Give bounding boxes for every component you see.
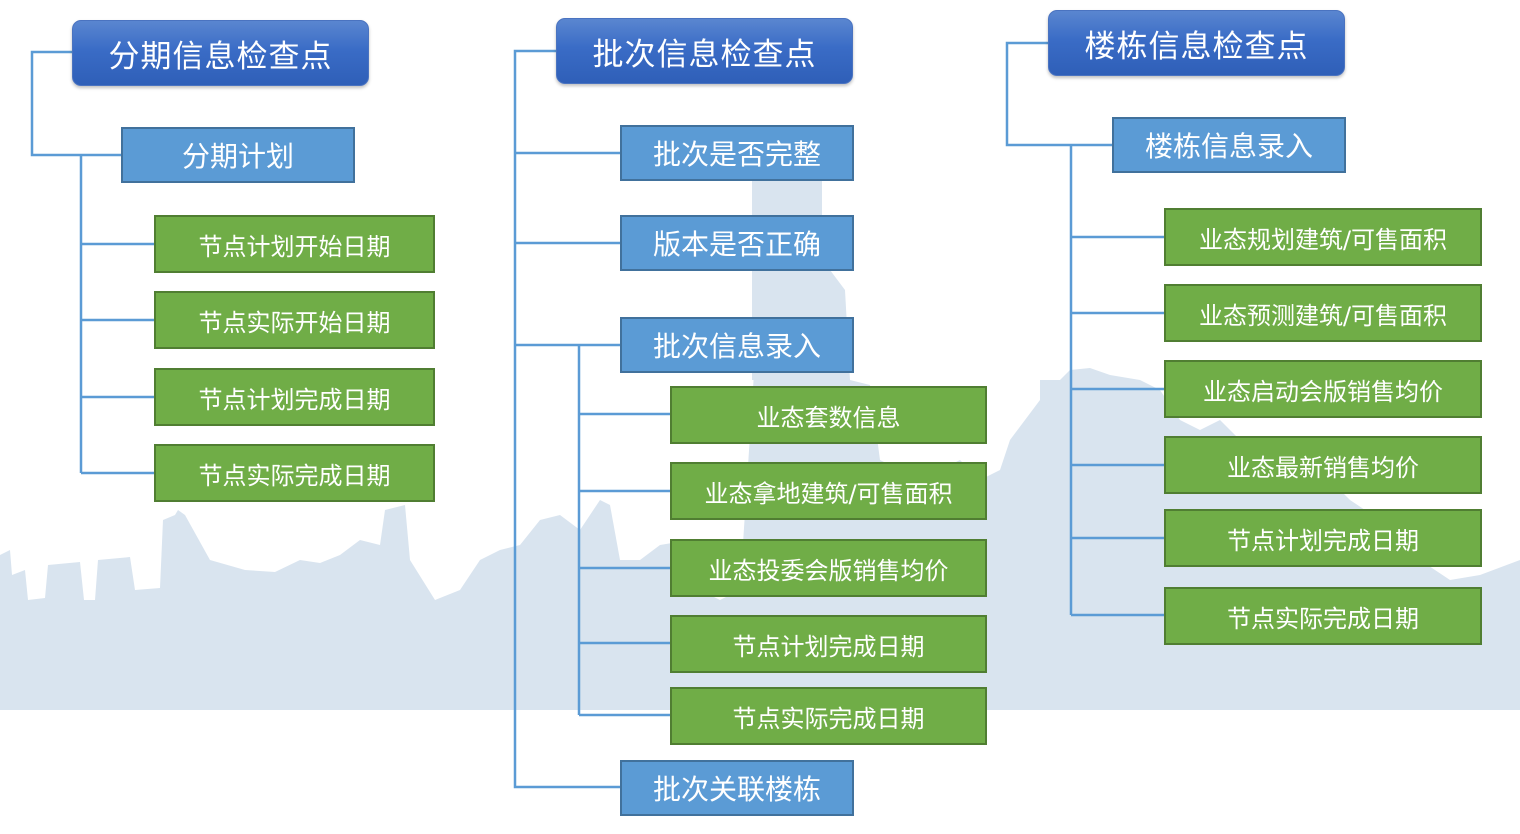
leaf-node: 节点实际完成日期 [670,687,987,745]
leaf-node: 节点计划完成日期 [1164,509,1482,567]
leaf-node: 节点实际完成日期 [154,444,435,502]
leaf-node: 节点实际完成日期 [1164,587,1482,645]
root-node-batch: 批次信息检查点 [556,18,853,84]
leaf-node: 节点计划开始日期 [154,215,435,273]
leaf-node: 节点计划完成日期 [670,615,987,673]
root-node-building: 楼栋信息检查点 [1048,10,1345,76]
mid-node-phase-plan: 分期计划 [121,127,355,183]
leaf-node: 节点计划完成日期 [154,368,435,426]
leaf-node: 业态启动会版销售均价 [1164,360,1482,418]
leaf-node: 节点实际开始日期 [154,291,435,349]
mid-node-batch-complete: 批次是否完整 [620,125,854,181]
leaf-node: 业态投委会版销售均价 [670,539,987,597]
leaf-node: 业态套数信息 [670,386,987,444]
root-node-phase: 分期信息检查点 [72,20,369,86]
leaf-node: 业态最新销售均价 [1164,436,1482,494]
connector-root3-mid [1005,41,1113,147]
leaf-node: 业态拿地建筑/可售面积 [670,462,987,520]
leaf-node: 业态规划建筑/可售面积 [1164,208,1482,266]
leaf-node: 业态预测建筑/可售面积 [1164,284,1482,342]
connector-root2-trunk [513,49,621,789]
mid-node-batch-building: 批次关联楼栋 [620,760,854,816]
connector-root1-mid [30,50,122,157]
mid-node-building-entry: 楼栋信息录入 [1112,117,1346,173]
mid-node-version-correct: 版本是否正确 [620,215,854,271]
mid-node-batch-entry: 批次信息录入 [620,317,854,373]
